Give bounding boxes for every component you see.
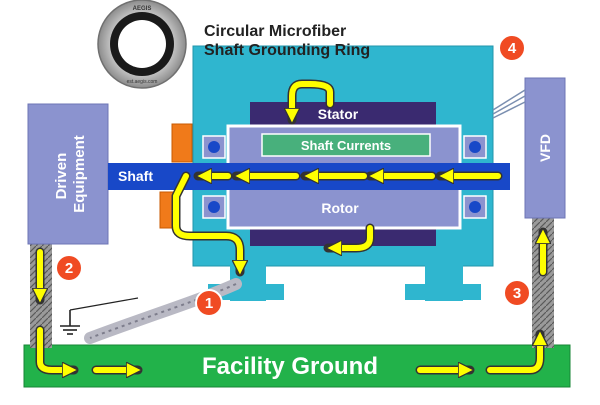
ground-symbol-wire bbox=[69, 297, 139, 311]
ground-symbol-icon bbox=[60, 310, 80, 335]
marker-1: 1 bbox=[195, 289, 223, 317]
ring-url-text: est.aegis.com bbox=[127, 79, 158, 85]
svg-text:4: 4 bbox=[508, 40, 517, 57]
grounding-ring-mount bbox=[171, 123, 193, 163]
svg-text:2: 2 bbox=[65, 260, 73, 277]
diagram-title: Circular Microfiber Shaft Grounding Ring bbox=[204, 23, 370, 59]
grounding-strap-texture bbox=[89, 283, 237, 339]
shaft-currents-band bbox=[261, 133, 431, 157]
shaft-label: Shaft bbox=[118, 168, 153, 184]
stator-label: Stator bbox=[318, 106, 359, 122]
marker-4: 4 bbox=[498, 34, 526, 62]
facility-ground-label: Facility Ground bbox=[202, 353, 378, 380]
bearing-ball-top-left bbox=[208, 141, 220, 153]
vfd-label: VFD bbox=[537, 134, 553, 162]
marker-2: 2 bbox=[55, 254, 83, 282]
bearing-ball-bottom-right bbox=[469, 201, 481, 213]
vfd-block bbox=[524, 77, 566, 219]
ring-brand-text: AEGIS bbox=[133, 6, 152, 12]
grounding-ring-image: AEGIS est.aegis.com bbox=[97, 0, 187, 89]
bearing-ball-bottom-left bbox=[208, 201, 220, 213]
driven-equipment-label: Driven Equipment bbox=[53, 135, 88, 213]
svg-text:3: 3 bbox=[513, 285, 521, 302]
bearing-ball-top-right bbox=[469, 141, 481, 153]
current-flow-arrows bbox=[40, 79, 543, 370]
stator-bottom bbox=[250, 226, 436, 246]
right-ground-strap bbox=[532, 215, 554, 348]
diagram-title-line2: Shaft Grounding Ring bbox=[204, 42, 370, 59]
marker-3: 3 bbox=[503, 279, 531, 307]
motor-base-right bbox=[405, 284, 481, 300]
shaft-currents-label: Shaft Currents bbox=[301, 138, 391, 153]
diagram-title-line1: Circular Microfiber bbox=[204, 23, 346, 40]
rotor-label: Rotor bbox=[321, 200, 359, 216]
svg-text:1: 1 bbox=[205, 295, 213, 312]
vfd-cables bbox=[492, 89, 526, 119]
stator-top bbox=[250, 102, 436, 128]
